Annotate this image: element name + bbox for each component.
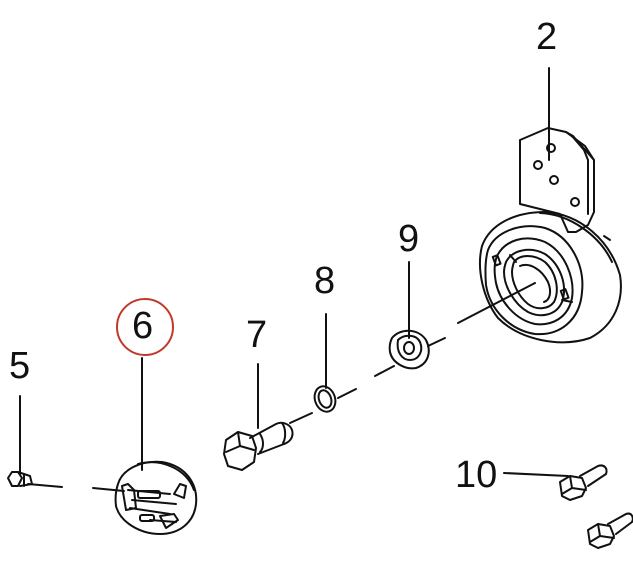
part-6-encoder	[114, 460, 198, 535]
part-7-bolt	[223, 421, 294, 471]
highlight-circle-part-6	[116, 298, 174, 356]
callout-part-5: 5	[9, 345, 31, 387]
callout-part-9: 9	[398, 218, 420, 260]
callout-part-2: 2	[536, 16, 558, 58]
part-2-bearing-housing	[478, 127, 622, 344]
leader-lines	[19, 67, 569, 477]
part-5-screw	[7, 471, 33, 487]
callout-part-8: 8	[314, 260, 336, 302]
assembly-axis	[27, 282, 536, 492]
part-8-ring	[313, 385, 337, 413]
callout-part-7: 7	[246, 314, 268, 356]
part-10-bolt-lower	[587, 512, 633, 549]
callout-part-6: 6	[132, 305, 154, 347]
callout-part-10: 10	[455, 454, 498, 496]
part-9-washer	[388, 329, 430, 370]
part-10-bolt-upper	[559, 464, 608, 501]
